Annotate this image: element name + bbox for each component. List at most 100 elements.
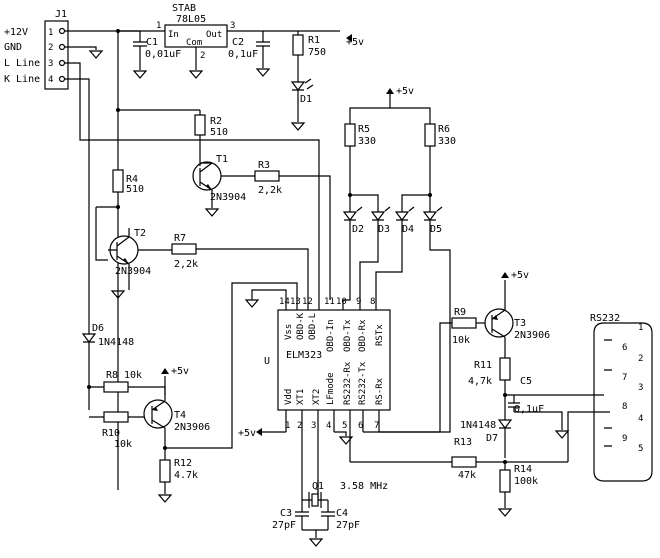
resistor-r14: R14 100k <box>499 462 538 508</box>
r13-value: 47k <box>458 470 476 481</box>
d7-part: 1N4148 <box>460 420 496 431</box>
resistor-r5: R5 330 <box>344 123 376 147</box>
c5-value: 0,1uF <box>514 404 544 415</box>
ic-bottom-pins: 1 2 3 4 5 6 7 Vdd XT1 XT2 LFmode RS232-R… <box>284 361 385 431</box>
ic-pin3-label: XT2 <box>312 389 322 405</box>
regulator-name: STAB <box>172 3 196 14</box>
db9-pin9: 9 <box>622 434 627 444</box>
c3-value: 27pF <box>272 520 296 531</box>
c1-name: C1 <box>146 37 158 48</box>
led-d3: D3 <box>370 205 391 235</box>
r7-name: R7 <box>174 233 186 244</box>
r9-name: R9 <box>454 307 466 318</box>
r10-name: R10 <box>102 428 120 439</box>
db9-pin2: 2 <box>638 354 643 364</box>
d6-name: D6 <box>92 323 104 334</box>
r3-value: 2,2k <box>258 185 282 196</box>
regulator-pin-out: 3 <box>230 21 235 31</box>
ic-pin10-num: 10 <box>336 297 347 307</box>
supply-label-reg: +5v <box>346 37 364 48</box>
d4-name: D4 <box>402 224 414 235</box>
supply-label-ic: +5v <box>238 428 256 439</box>
d2-name: D2 <box>352 224 364 235</box>
resistor-r8: R8 10k <box>103 370 142 393</box>
q1-value: 3.58 MHz <box>340 481 388 492</box>
supply-label-t3: +5v <box>511 270 529 281</box>
t4-part: 2N3906 <box>174 422 210 433</box>
t3-part: 2N3906 <box>514 330 550 341</box>
ic-pin6-label: RS232-Tx <box>358 361 368 405</box>
connector-j1-name: J1 <box>55 9 67 20</box>
ic-pin14-num: 14 <box>279 297 290 307</box>
capacitor-c5: C5 0,1uF <box>508 376 563 430</box>
db9-pin5: 5 <box>638 444 643 454</box>
ic-pin9-label: OBD-Rx <box>358 319 368 352</box>
c1-value: 0,01uF <box>145 49 181 60</box>
r11-name: R11 <box>474 360 492 371</box>
ic-pin3-num: 3 <box>311 421 316 431</box>
r11-value: 4,7k <box>468 376 492 387</box>
r7-value: 2,2k <box>174 259 198 270</box>
j1-pin4-num: 4 <box>48 75 53 85</box>
ic-pin4-num: 4 <box>326 421 331 431</box>
transistor-t3: T3 2N3906 <box>484 280 550 358</box>
capacitor-c2: C2 0,1uF <box>228 31 270 68</box>
resistor-r7: R7 2,2k <box>171 233 309 300</box>
j1-pin1-num: 1 <box>48 28 53 38</box>
ic-ref: U <box>264 356 270 367</box>
ic-pin1-label: Vdd <box>284 389 294 405</box>
ic-pin11-num: 11 <box>324 297 335 307</box>
j1-pin1-label: +12V <box>4 27 28 38</box>
regulator-in-label: In <box>168 30 179 40</box>
diode-d6: D6 1N4148 <box>81 323 134 410</box>
r2-name: R2 <box>210 116 222 127</box>
ic-pin11-label: OBD-In <box>326 319 336 352</box>
led-d2: D2 <box>342 205 364 235</box>
r2-value: 510 <box>210 127 228 138</box>
r8-value: 10k <box>124 370 142 381</box>
resistor-r3: R3 2,2k <box>254 160 331 300</box>
ic-pin13-num: 13 <box>290 297 301 307</box>
regulator-pin-com: 2 <box>200 51 205 61</box>
r5-name: R5 <box>358 124 370 135</box>
r1-value: 750 <box>308 47 326 58</box>
ic-pin1-num: 1 <box>285 421 290 431</box>
db9-pin6: 6 <box>622 343 627 353</box>
regulator-part: 78L05 <box>176 14 206 25</box>
r9-value: 10k <box>452 335 470 346</box>
capacitor-c3: C3 27pF <box>272 508 309 531</box>
d6-part: 1N4148 <box>98 337 134 348</box>
resistor-r12: R12 4.7k <box>159 448 198 494</box>
d5-name: D5 <box>430 224 442 235</box>
db9-name: RS232 <box>590 313 620 324</box>
d7-name: D7 <box>486 433 498 444</box>
db9-pin3: 3 <box>638 383 643 393</box>
ic-pin14-label: Vss <box>284 324 294 340</box>
transistor-t2: T2 2N3904 <box>108 228 151 290</box>
regulator-out-label: Out <box>206 30 222 40</box>
connector-j1: J1 +12V GND L Line K Line 1 2 3 4 <box>4 9 69 90</box>
ic-pin5-num: 5 <box>342 421 347 431</box>
ic-pin13-label: OBD-K <box>296 312 306 340</box>
q1-name: Q1 <box>312 481 324 492</box>
resistor-r11: R11 4,7k <box>468 357 511 387</box>
led-d4: D4 <box>394 205 415 235</box>
t1-name: T1 <box>216 154 228 165</box>
capacitor-c1: C1 0,01uF <box>133 31 181 70</box>
r6-value: 330 <box>438 136 456 147</box>
transistor-t4: T4 2N3906 <box>143 376 210 448</box>
c2-value: 0,1uF <box>228 49 258 60</box>
ic-pin6-num: 6 <box>358 421 363 431</box>
ic-pin4-label: LFmode <box>326 372 336 405</box>
diode-d7: 1N4148 D7 <box>460 419 513 458</box>
r3-name: R3 <box>258 160 270 171</box>
t4-name: T4 <box>174 410 186 421</box>
r1-name: R1 <box>308 35 320 46</box>
supply-label-t4: +5v <box>171 366 189 377</box>
resistor-r4: R4 510 <box>112 169 144 195</box>
j1-pin2-label: GND <box>4 42 22 53</box>
c3-name: C3 <box>280 508 292 519</box>
regulator-com-label: Com <box>186 38 202 48</box>
db9-pin1: 1 <box>638 323 643 333</box>
